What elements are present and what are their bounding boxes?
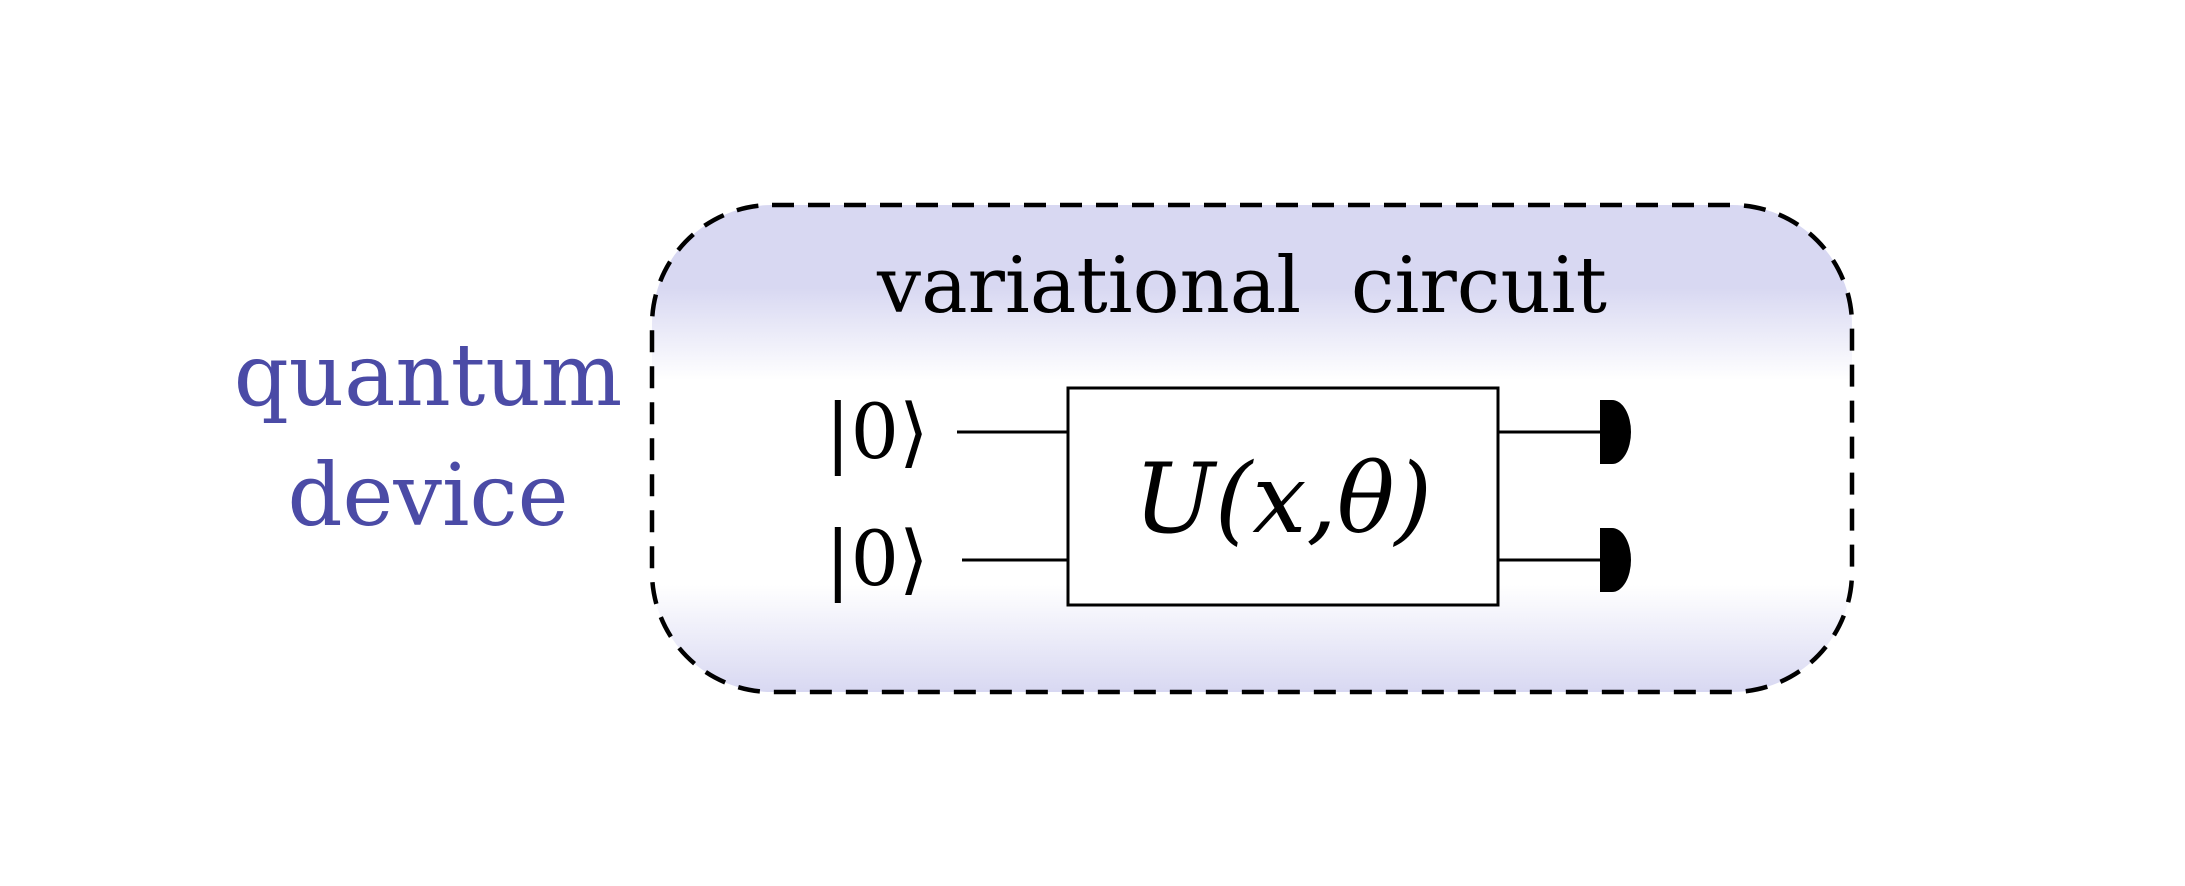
- circuit-title: variational circuit: [876, 241, 1607, 331]
- unitary-gate-box: [1066, 386, 1500, 607]
- variational-circuit-panel: variational circuit |0⟩ |0⟩ U(x,θ): [649, 202, 1855, 695]
- unitary-gate: U(x,θ): [1066, 386, 1500, 607]
- quantum-device-label: quantum device: [234, 326, 623, 546]
- measurement-icon: [1600, 528, 1631, 592]
- input-state-1-label: |0⟩: [825, 387, 929, 476]
- input-state-2-label: |0⟩: [825, 514, 929, 603]
- measurement-icon: [1600, 400, 1631, 464]
- input-state-2: |0⟩: [825, 514, 929, 603]
- unitary-gate-label: U(x,θ): [1134, 443, 1432, 555]
- input-state-1: |0⟩: [825, 387, 929, 476]
- device-label-line2: device: [287, 446, 568, 546]
- device-label-line1: quantum: [234, 326, 623, 426]
